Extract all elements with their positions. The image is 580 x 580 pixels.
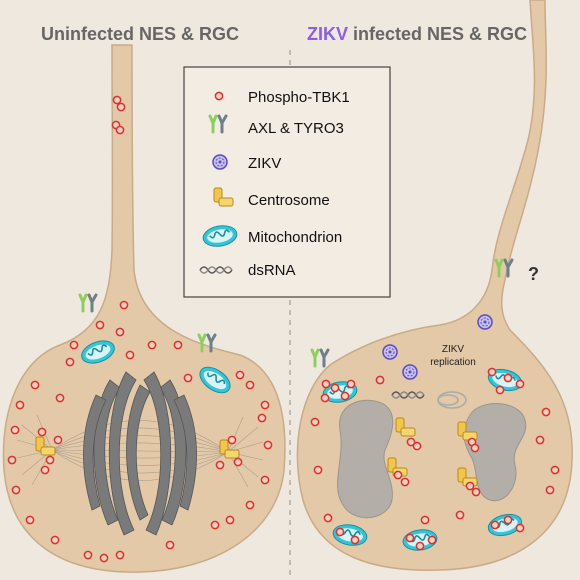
title-zikv-word: ZIKV bbox=[307, 24, 348, 44]
zikv-replication-label-2: replication bbox=[430, 357, 476, 368]
zikv-particle-1 bbox=[477, 314, 493, 330]
nuclei-fragments bbox=[337, 399, 527, 519]
legend-box bbox=[183, 66, 391, 298]
zikv-particle-3 bbox=[402, 364, 418, 380]
zikv-replication-label-1: ZIKV bbox=[442, 344, 465, 355]
replication-organelle bbox=[437, 391, 467, 409]
legend-label-axl: AXL & TYRO3 bbox=[248, 120, 344, 137]
legend-label-mito: Mitochondrion bbox=[248, 229, 342, 246]
title-uninfected: Uninfected NES & RGC bbox=[41, 24, 239, 44]
question-mark: ? bbox=[528, 264, 539, 284]
legend: Phospho-TBK1 AXL & TYRO3 ZIKV Centrosome… bbox=[183, 66, 391, 298]
title-infected-rest: infected NES & RGC bbox=[348, 24, 527, 44]
chromosomes bbox=[83, 371, 197, 536]
spindle-fibers bbox=[16, 414, 264, 488]
legend-label-dsrna: dsRNA bbox=[248, 262, 296, 279]
zikv-particle-2 bbox=[382, 344, 398, 360]
zikv-icon bbox=[212, 154, 228, 170]
legend-label-tbk1: Phospho-TBK1 bbox=[248, 89, 350, 106]
title-infected: ZIKV infected NES & RGC bbox=[307, 24, 527, 44]
legend-label-zikv: ZIKV bbox=[248, 155, 281, 172]
legend-label-centrosome: Centrosome bbox=[248, 192, 330, 209]
phospho-tbk1-icon bbox=[214, 91, 224, 101]
